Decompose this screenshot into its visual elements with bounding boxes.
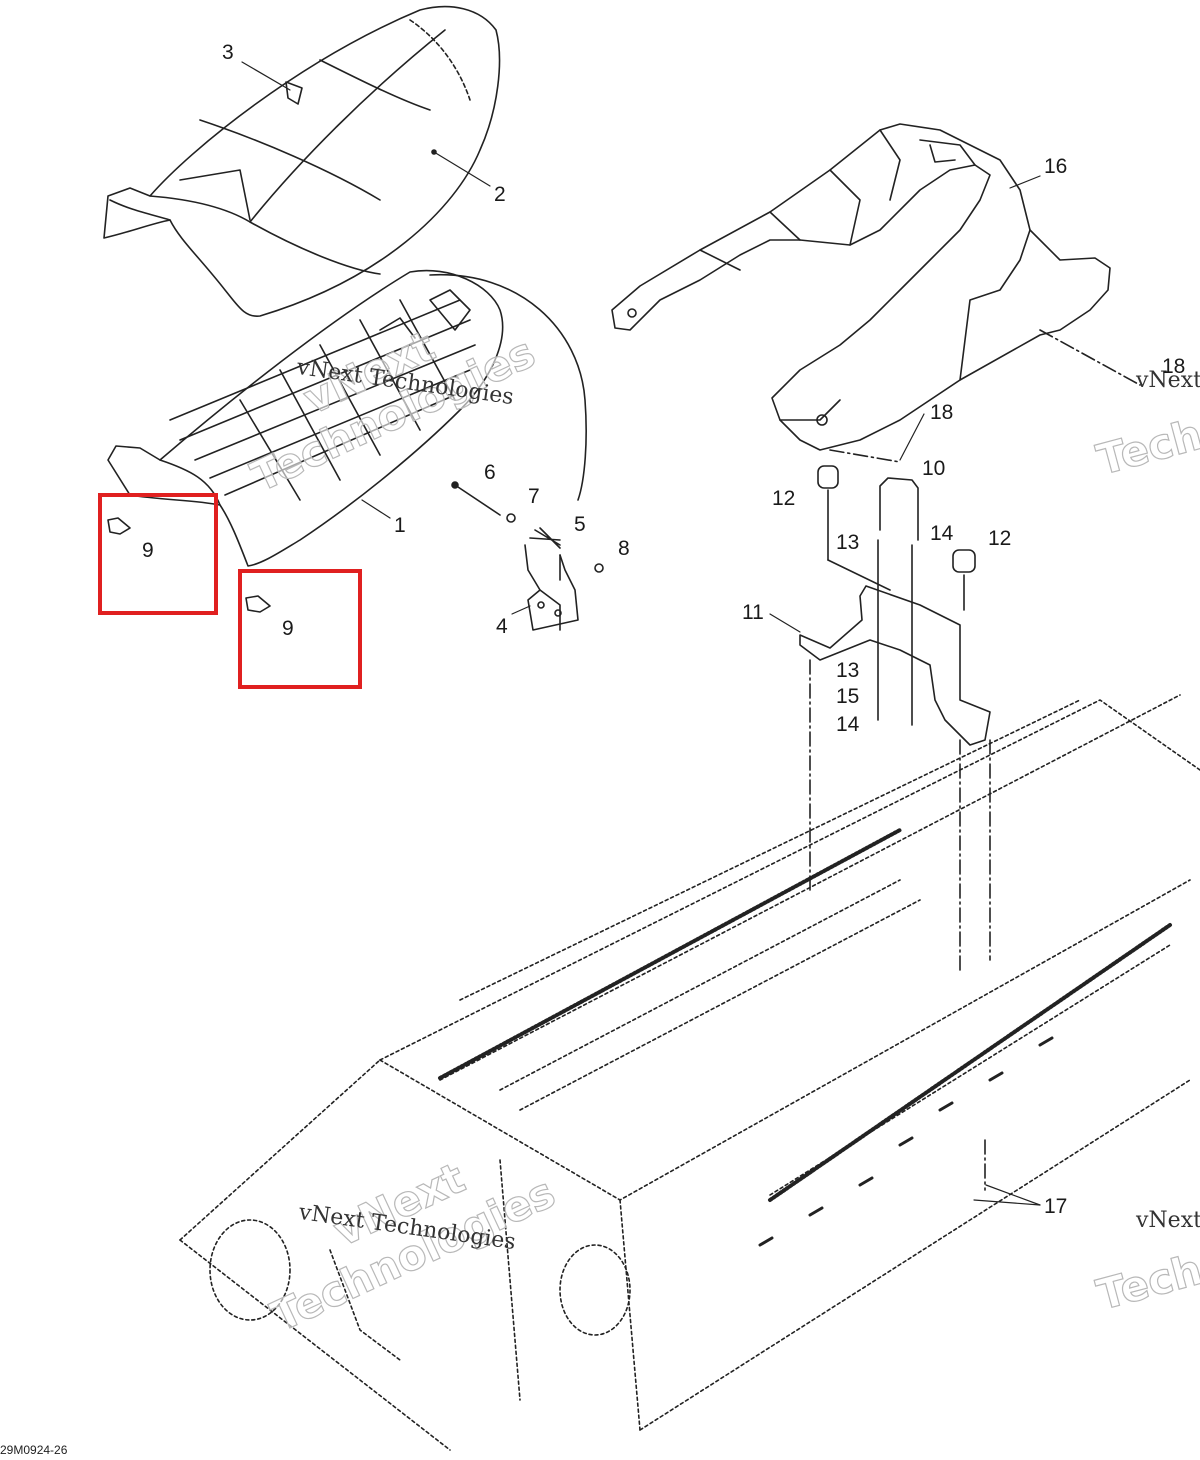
callout-9-right: 9: [282, 617, 294, 640]
callout-13-bottom: 13: [836, 659, 860, 682]
seat-cover: [103, 5, 501, 317]
callout-6: 6: [484, 461, 496, 484]
callout-12-right: 12: [988, 527, 1012, 550]
seat-clips: [107, 517, 271, 613]
tunnel-chassis: [179, 694, 1200, 1451]
callout-2: 2: [494, 183, 506, 206]
callout-17: 17: [1044, 1195, 1068, 1218]
callout-10: 10: [922, 457, 946, 480]
callout-13-top: 13: [836, 531, 860, 554]
callout-15: 15: [836, 685, 860, 708]
callout-1: 1: [394, 514, 406, 537]
tunnel-rails: [438, 828, 1172, 1202]
seat-base: [107, 269, 587, 567]
highlight-box-right: [238, 569, 362, 689]
callout-16: 16: [1044, 155, 1068, 178]
callout-8: 8: [618, 537, 630, 560]
rear-rack: [611, 123, 1111, 451]
bracket-assembly: [799, 465, 991, 746]
callout-14-bottom: 14: [836, 713, 860, 736]
tunnel-slots: [758, 1036, 1054, 1247]
highlight-box-left: [98, 493, 218, 615]
callout-11: 11: [742, 601, 764, 624]
diagram-code: 29M0924-26: [0, 1443, 68, 1457]
callout-4: 4: [496, 615, 508, 638]
callout-18-top: 18: [1162, 355, 1186, 378]
callout-9-left: 9: [142, 539, 154, 562]
callout-14-top: 14: [930, 522, 954, 545]
latch-hardware: [451, 481, 604, 631]
callout-18: 18: [930, 401, 954, 424]
callout-7: 7: [528, 485, 540, 508]
callout-3: 3: [222, 41, 234, 64]
callout-5: 5: [574, 513, 586, 536]
assembly-lines: [809, 329, 1141, 1191]
callout-12-left: 12: [772, 487, 796, 510]
leader-lines: [241, 61, 1041, 1206]
